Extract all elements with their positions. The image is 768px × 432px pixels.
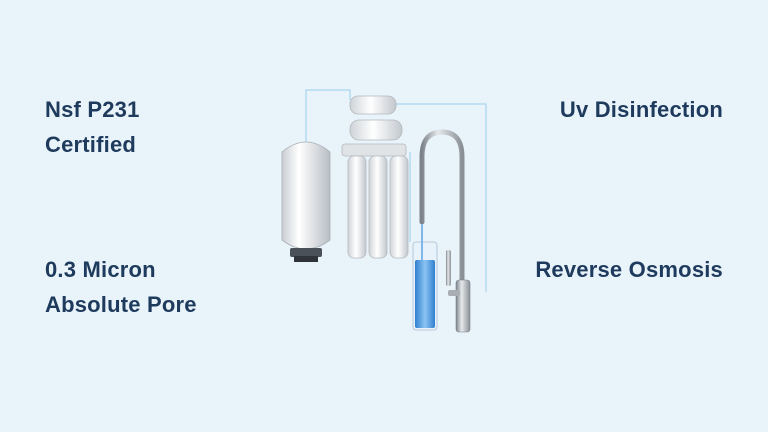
feature-micron-line2: Absolute Pore bbox=[45, 292, 197, 317]
feature-uv-line1: Uv Disinfection bbox=[559, 97, 723, 122]
feature-ro-line1: Reverse Osmosis bbox=[535, 257, 723, 282]
inline-filters bbox=[341, 95, 407, 157]
tubing bbox=[305, 89, 487, 292]
feature-reverse-osmosis: Reverse Osmosis bbox=[535, 252, 723, 287]
feature-nsf-line2: Certified bbox=[45, 132, 137, 157]
feature-micron-pore: 0.3 Micron Absolute Pore bbox=[45, 252, 197, 322]
faucet bbox=[419, 129, 471, 333]
pressure-tank bbox=[281, 141, 331, 262]
feature-micron-line1: 0.3 Micron bbox=[45, 257, 156, 282]
product-image bbox=[281, 89, 487, 333]
filter-cartridges bbox=[347, 155, 409, 259]
feature-nsf-line1: Nsf P231 bbox=[45, 97, 140, 122]
feature-uv-disinfection: Uv Disinfection bbox=[560, 92, 723, 127]
feature-nsf-certified: Nsf P231 Certified bbox=[45, 92, 140, 162]
water-glass bbox=[412, 224, 438, 331]
